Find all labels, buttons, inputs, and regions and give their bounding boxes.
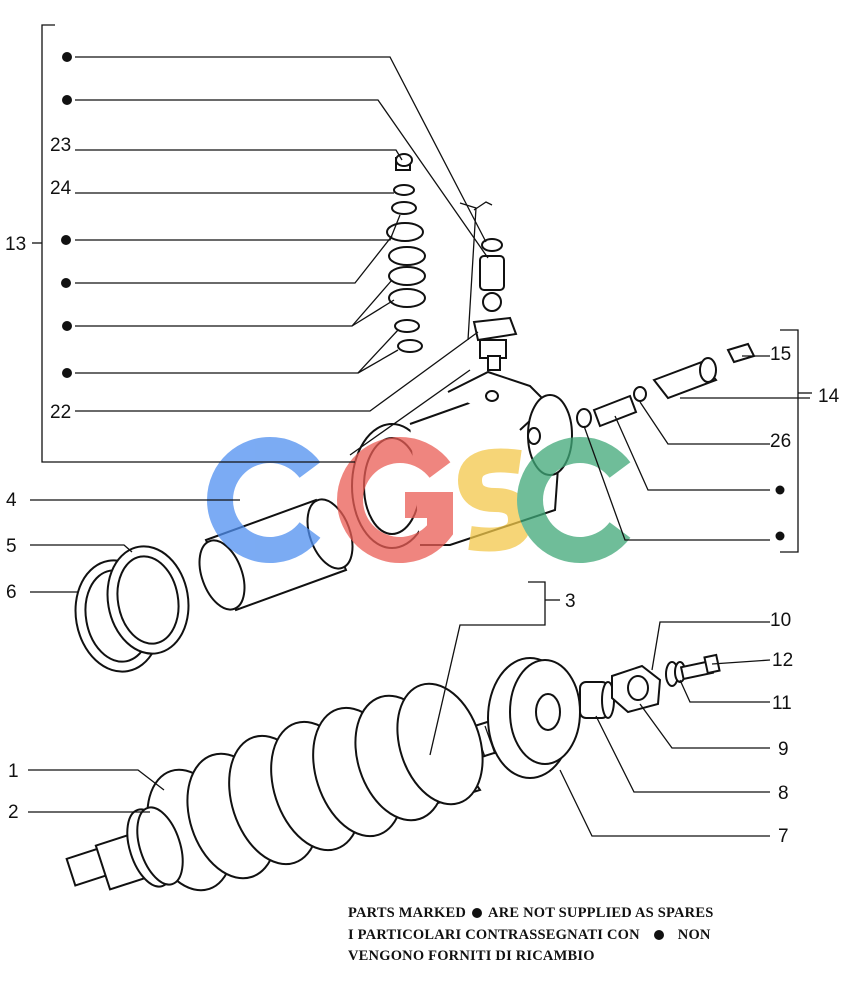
footnote-text: VENGONO FORNITI DI RICAMBIO [348,948,595,964]
callout-23: 23 [50,135,71,156]
callout-6: 6 [6,582,17,603]
footnote-line-3: VENGONO FORNITI DI RICAMBIO [348,948,595,965]
callout-labels: 13 23 24 22 15 14 26 4 5 6 3 10 12 11 9 … [5,135,840,847]
group-brackets [32,24,812,756]
bullet-icon [472,907,483,918]
footnote-text: PARTS MARKED [348,905,467,921]
callout-4: 4 [6,490,17,511]
bush [579,681,615,719]
callout-13: 13 [5,234,26,255]
washer-and-screw [665,653,721,687]
callout-26: 26 [770,431,791,452]
callout-10: 10 [770,610,791,631]
footnote-line-2: I PARTICOLARI CONTRASSEGNATI CON NON [348,927,711,944]
callout-7: 7 [778,826,789,847]
bullet-markers [61,52,785,541]
callout-9: 9 [778,739,789,760]
valve-stack-left [386,153,426,353]
callout-22: 22 [50,402,71,423]
callout-14: 14 [818,386,840,407]
nut [611,664,662,714]
shock-absorber-assembly [65,682,512,892]
side-valve [576,342,756,428]
callout-2: 2 [8,802,19,823]
footnote-text: ARE NOT SUPPLIED AS SPARES [488,905,714,921]
callout-1: 1 [8,761,19,782]
leader-lines [28,56,810,837]
footnote-line-1: PARTS MARKED ARE NOT SUPPLIED AS SPARES [348,905,713,922]
callout-8: 8 [778,783,789,804]
callout-5: 5 [6,536,17,557]
spring-seat-disc [487,657,581,779]
valve-stack-right [472,238,518,371]
footnote-text: NON [677,927,711,943]
callout-12: 12 [772,650,793,671]
callout-15: 15 [770,344,791,365]
callout-3: 3 [565,591,576,612]
callout-11: 11 [772,693,792,714]
footnote-text: I PARTICOLARI CONTRASSEGNATI CON [348,927,640,943]
bullet-icon [653,929,664,940]
seal-rings [74,545,190,673]
callout-24: 24 [50,178,72,199]
parts-drawing [65,153,756,892]
